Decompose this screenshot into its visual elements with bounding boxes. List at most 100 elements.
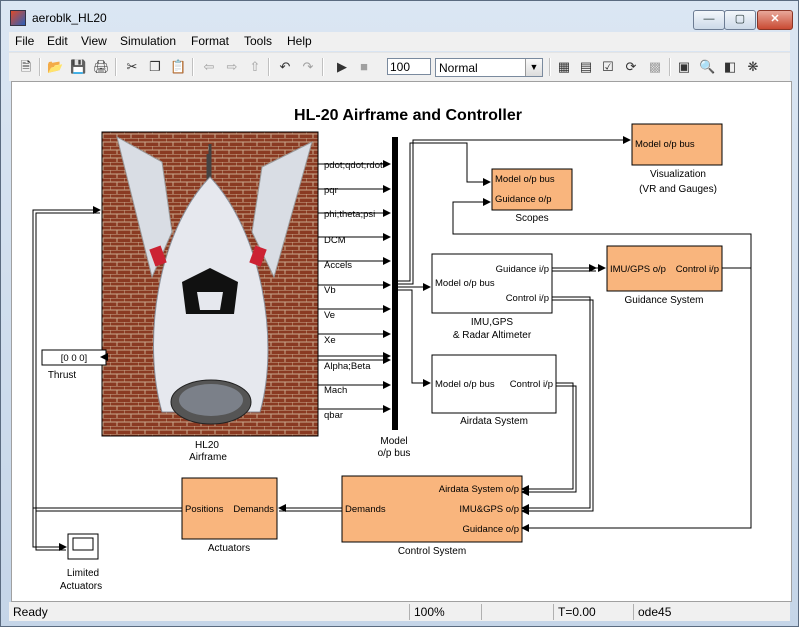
debugger-icon[interactable]: ◧ [723, 59, 737, 74]
imu-label: IMU,GPS [471, 317, 514, 328]
close-button[interactable]: ✕ [757, 10, 793, 30]
title-bar: aeroblk_HL20 — ▢ ✕ [1, 1, 798, 31]
stop-time-input[interactable]: 100 [387, 58, 431, 75]
guidance-port-imu: IMU/GPS o/p [610, 264, 666, 275]
airframe-label-airframe: Airframe [189, 452, 227, 463]
control-port-airdata: Airdata System o/p [439, 484, 519, 495]
airframe-outports: pdot;qdot;rdot pqr phi;theta;psi DCM Acc… [324, 160, 383, 421]
status-spacer [481, 604, 553, 620]
control-system-block[interactable] [341, 475, 523, 543]
model-explorer-icon[interactable]: 🔍 [699, 59, 716, 74]
simulation-mode-select[interactable]: Normal ▼ [435, 58, 543, 77]
airdata-port-control: Control i/p [510, 379, 553, 390]
port-vb: Vb [324, 285, 336, 296]
menu-view[interactable]: View [81, 34, 107, 48]
update-diagram-icon[interactable]: ▦ [557, 59, 571, 74]
imu-port-control: Control i/p [506, 293, 549, 304]
print-icon[interactable]: 🖨 [93, 59, 110, 74]
imu-gps-block[interactable] [431, 253, 553, 314]
library-browser-icon[interactable]: ▣ [677, 59, 691, 74]
limited-label: Limited [67, 568, 99, 579]
airdata-system-block[interactable] [431, 354, 557, 414]
build-icon[interactable]: ▤ [579, 59, 593, 74]
port-pqr: pqr [324, 185, 338, 196]
simulation-mode-value: Normal [439, 61, 478, 75]
chevron-down-icon[interactable]: ▼ [525, 59, 542, 76]
menu-format[interactable]: Format [191, 34, 230, 48]
port-alpha-beta: Alpha;Beta [324, 361, 371, 372]
control-port-imu-gps: IMU&GPS o/p [459, 504, 519, 515]
model-output-bus-creator[interactable] [392, 137, 398, 430]
port-phi-theta-psi: phi;theta;psi [324, 209, 375, 220]
sim-stats-icon[interactable]: ▩ [648, 59, 662, 74]
bus-label-op-bus: o/p bus [378, 448, 411, 459]
port-accels: Accels [324, 260, 352, 271]
stop-icon[interactable]: ■ [360, 59, 368, 74]
imu-port-model: Model o/p bus [435, 278, 495, 289]
back-arrow-icon[interactable]: ⇦ [203, 59, 215, 74]
visualization-sublabel: (VR and Gauges) [639, 184, 717, 195]
bus-label-model: Model [380, 436, 407, 447]
guidance-system-block[interactable] [606, 245, 723, 292]
airdata-label: Airdata System [460, 416, 528, 427]
scopes-port-guidance: Guidance o/p [495, 194, 552, 205]
visualization-block[interactable] [631, 123, 723, 166]
paste-icon[interactable]: 📋 [170, 59, 187, 74]
up-arrow-icon[interactable]: ⇧ [249, 59, 261, 74]
bus-distribution-lines[interactable] [398, 136, 631, 387]
thrust-value: [0 0 0] [61, 353, 87, 364]
status-state: Ready [13, 605, 48, 619]
simulink-app-icon [10, 10, 26, 26]
maximize-button[interactable]: ▢ [724, 10, 756, 30]
new-model-icon[interactable]: 🗎 [20, 59, 32, 74]
port-xe: Xe [324, 335, 336, 346]
port-mach: Mach [324, 385, 347, 396]
menu-file[interactable]: File [15, 34, 35, 48]
menu-tools[interactable]: Tools [244, 34, 273, 48]
model-advisor-icon[interactable]: ☑ [602, 59, 614, 74]
port-qbar: qbar [324, 410, 343, 421]
undo-icon[interactable]: ↶ [279, 59, 291, 74]
port-ve: Ve [324, 310, 335, 321]
open-folder-icon[interactable]: 📂 [47, 59, 64, 74]
menu-edit[interactable]: Edit [47, 34, 68, 48]
status-bar: Ready 100% T=0.00 ode45 [9, 602, 790, 621]
visualization-label: Visualization [650, 169, 706, 180]
actuators-block[interactable] [181, 477, 278, 540]
copy-icon[interactable]: ❐ [149, 59, 161, 74]
status-time: T=0.00 [553, 604, 633, 620]
menu-help[interactable]: Help [287, 34, 312, 48]
profiler-icon[interactable]: ❋ [747, 59, 759, 74]
status-zoom: 100% [409, 604, 481, 620]
hl20-image [116, 136, 313, 425]
signal-lines[interactable] [32, 198, 752, 551]
forward-arrow-icon[interactable]: ⇨ [226, 59, 238, 74]
cut-icon[interactable]: ✂ [126, 59, 138, 74]
limited-sublabel: Actuators [60, 581, 102, 592]
model-canvas[interactable]: HL-20 Airframe and Controller HL20 [11, 81, 792, 602]
window-title: aeroblk_HL20 [32, 11, 107, 25]
port-pdot-qdot-rdot: pdot;qdot;rdot [324, 160, 383, 171]
control-port-guidance: Guidance o/p [462, 524, 519, 535]
scopes-label: Scopes [515, 213, 548, 224]
save-icon[interactable]: 💾 [70, 59, 87, 74]
airframe-signal-lines[interactable] [318, 160, 391, 413]
actuators-label: Actuators [208, 543, 250, 554]
thrust-label: Thrust [48, 370, 77, 381]
redo-icon[interactable]: ↷ [302, 59, 314, 74]
scopes-port-model: Model o/p bus [495, 174, 555, 185]
run-icon[interactable]: ▶ [337, 59, 347, 74]
menu-simulation[interactable]: Simulation [120, 34, 177, 48]
scope-icon [72, 537, 94, 551]
imu-port-guidance: Guidance i/p [496, 264, 549, 275]
port-dcm: DCM [324, 235, 346, 246]
airdata-port-model: Model o/p bus [435, 379, 495, 390]
scopes-block[interactable] [491, 168, 573, 211]
guidance-port-control: Control i/p [676, 264, 719, 275]
actuators-port-positions: Positions [185, 504, 224, 515]
menu-bar: File Edit View Simulation Format Tools H… [9, 32, 790, 51]
refresh-icon[interactable]: ⟳ [625, 59, 637, 74]
minimize-button[interactable]: — [693, 10, 725, 30]
hl20-airframe-block[interactable] [101, 131, 319, 437]
